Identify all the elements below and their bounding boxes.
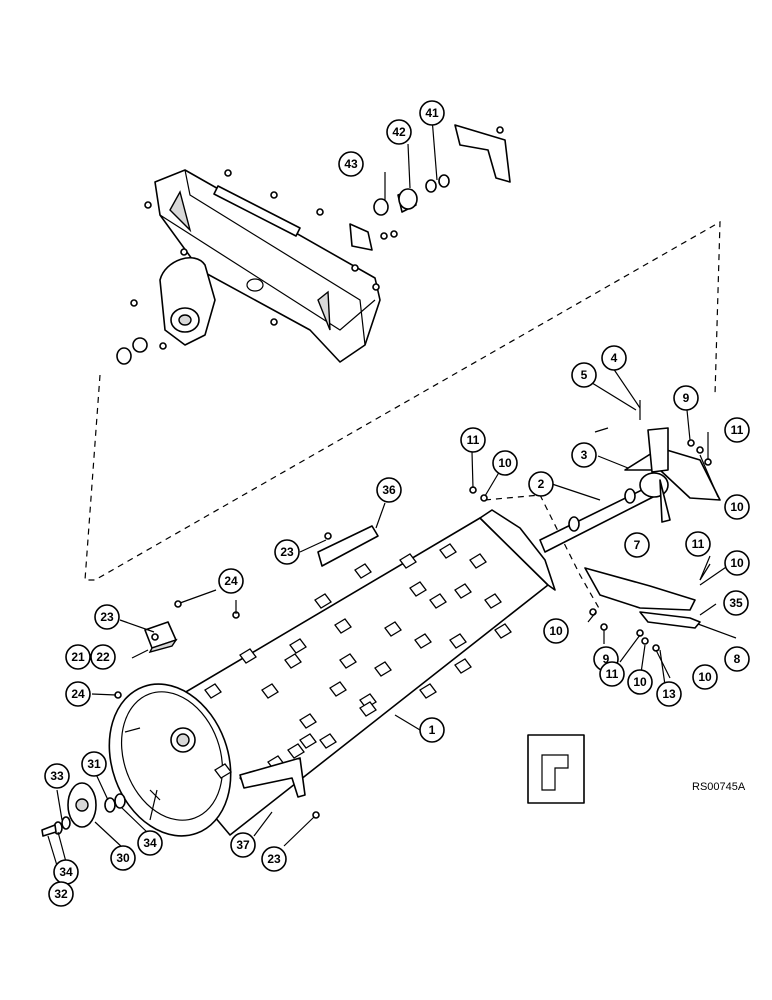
svg-text:23: 23 [100,610,114,624]
svg-text:42: 42 [392,125,406,139]
rotor-teeth [204,543,512,787]
svg-text:9: 9 [603,652,610,666]
svg-text:10: 10 [730,556,744,570]
strip-7-and-35 [584,567,701,629]
callout-36[interactable]: 36 [376,477,402,503]
callout-30[interactable]: 30 [110,845,136,871]
svg-text:33: 33 [50,769,64,783]
svg-text:10: 10 [549,624,563,638]
svg-text:11: 11 [606,667,619,681]
svg-text:23: 23 [280,545,294,559]
callout-11[interactable]: 11 [460,427,486,453]
frame-beam-assembly [144,169,398,363]
callout-13[interactable]: 13 [656,681,682,707]
bracket-37 [239,757,306,798]
svg-text:9: 9 [683,391,690,405]
svg-text:11: 11 [467,433,480,447]
svg-text:1: 1 [429,723,436,737]
svg-text:31: 31 [87,757,101,771]
callout-34[interactable]: 34 [137,830,163,856]
svg-text:10: 10 [698,670,712,684]
callout-9[interactable]: 9 [673,385,699,411]
callout-41[interactable]: 41 [419,100,445,126]
callout-10[interactable]: 10 [543,618,569,644]
callout-23[interactable]: 23 [94,604,120,630]
callout-11[interactable]: 11 [599,661,625,687]
end-hub-30 [41,782,126,837]
callout-layer: 43 42 41 4 5 9 3 11 10 11 10 2 36 23 7 1… [44,100,750,907]
callout-4[interactable]: 4 [601,345,627,371]
callout-34[interactable]: 34 [53,859,79,885]
callout-21[interactable]: 21 [65,644,91,670]
svg-text:4: 4 [611,351,618,365]
svg-text:24: 24 [71,687,85,701]
svg-text:11: 11 [731,423,744,437]
svg-text:2: 2 [538,477,545,491]
callout-10[interactable]: 10 [724,550,750,576]
svg-text:34: 34 [143,836,157,850]
callout-37[interactable]: 37 [230,832,256,858]
svg-text:24: 24 [224,574,238,588]
callout-35[interactable]: 35 [723,590,749,616]
small-hardware [114,427,660,819]
bearing-housing-plate [116,256,216,365]
svg-text:13: 13 [662,687,676,701]
svg-text:21: 21 [71,650,85,664]
callout-5[interactable]: 5 [571,362,597,388]
callout-3[interactable]: 3 [571,442,597,468]
callout-7[interactable]: 7 [624,532,650,558]
svg-text:10: 10 [730,500,744,514]
rotor-drum [108,509,556,837]
callout-42[interactable]: 42 [386,119,412,145]
leader-lines [47,117,737,883]
callout-8[interactable]: 8 [724,646,750,672]
svg-text:36: 36 [382,483,396,497]
wear-plate-36 [317,525,379,567]
callout-31[interactable]: 31 [81,751,107,777]
callout-32[interactable]: 32 [48,881,74,907]
svg-text:22: 22 [96,650,110,664]
callout-10[interactable]: 10 [627,669,653,695]
callout-23[interactable]: 23 [274,539,300,565]
callout-10[interactable]: 10 [692,664,718,690]
svg-text:3: 3 [581,448,588,462]
svg-text:7: 7 [634,538,641,552]
view-reference-icon [527,734,585,804]
callout-1[interactable]: 1 [419,717,445,743]
callout-10[interactable]: 10 [492,450,518,476]
hub-arm-assembly [624,400,721,523]
callout-2[interactable]: 2 [528,471,554,497]
bearing-stack-41-43 [373,124,511,216]
callout-33[interactable]: 33 [44,763,70,789]
callout-11[interactable]: 11 [685,531,711,557]
svg-text:10: 10 [498,456,512,470]
reference-code: RS00745A [692,781,746,793]
svg-text:8: 8 [734,652,741,666]
callout-11[interactable]: 11 [724,417,750,443]
svg-text:11: 11 [692,537,705,551]
svg-text:37: 37 [236,838,250,852]
svg-text:43: 43 [344,157,358,171]
callout-22[interactable]: 22 [90,644,116,670]
assembly-path-line [84,220,721,581]
svg-text:32: 32 [54,887,68,901]
callout-43[interactable]: 43 [338,151,364,177]
clamp-block-21-22 [144,621,178,654]
callout-23[interactable]: 23 [261,846,287,872]
svg-text:35: 35 [729,596,743,610]
callout-10[interactable]: 10 [724,494,750,520]
svg-text:23: 23 [267,852,281,866]
svg-text:30: 30 [116,851,130,865]
callout-24[interactable]: 24 [65,681,91,707]
svg-text:10: 10 [633,675,647,689]
callout-24[interactable]: 24 [218,568,244,594]
svg-text:41: 41 [425,106,439,120]
svg-text:34: 34 [59,865,73,879]
svg-text:5: 5 [581,368,588,382]
